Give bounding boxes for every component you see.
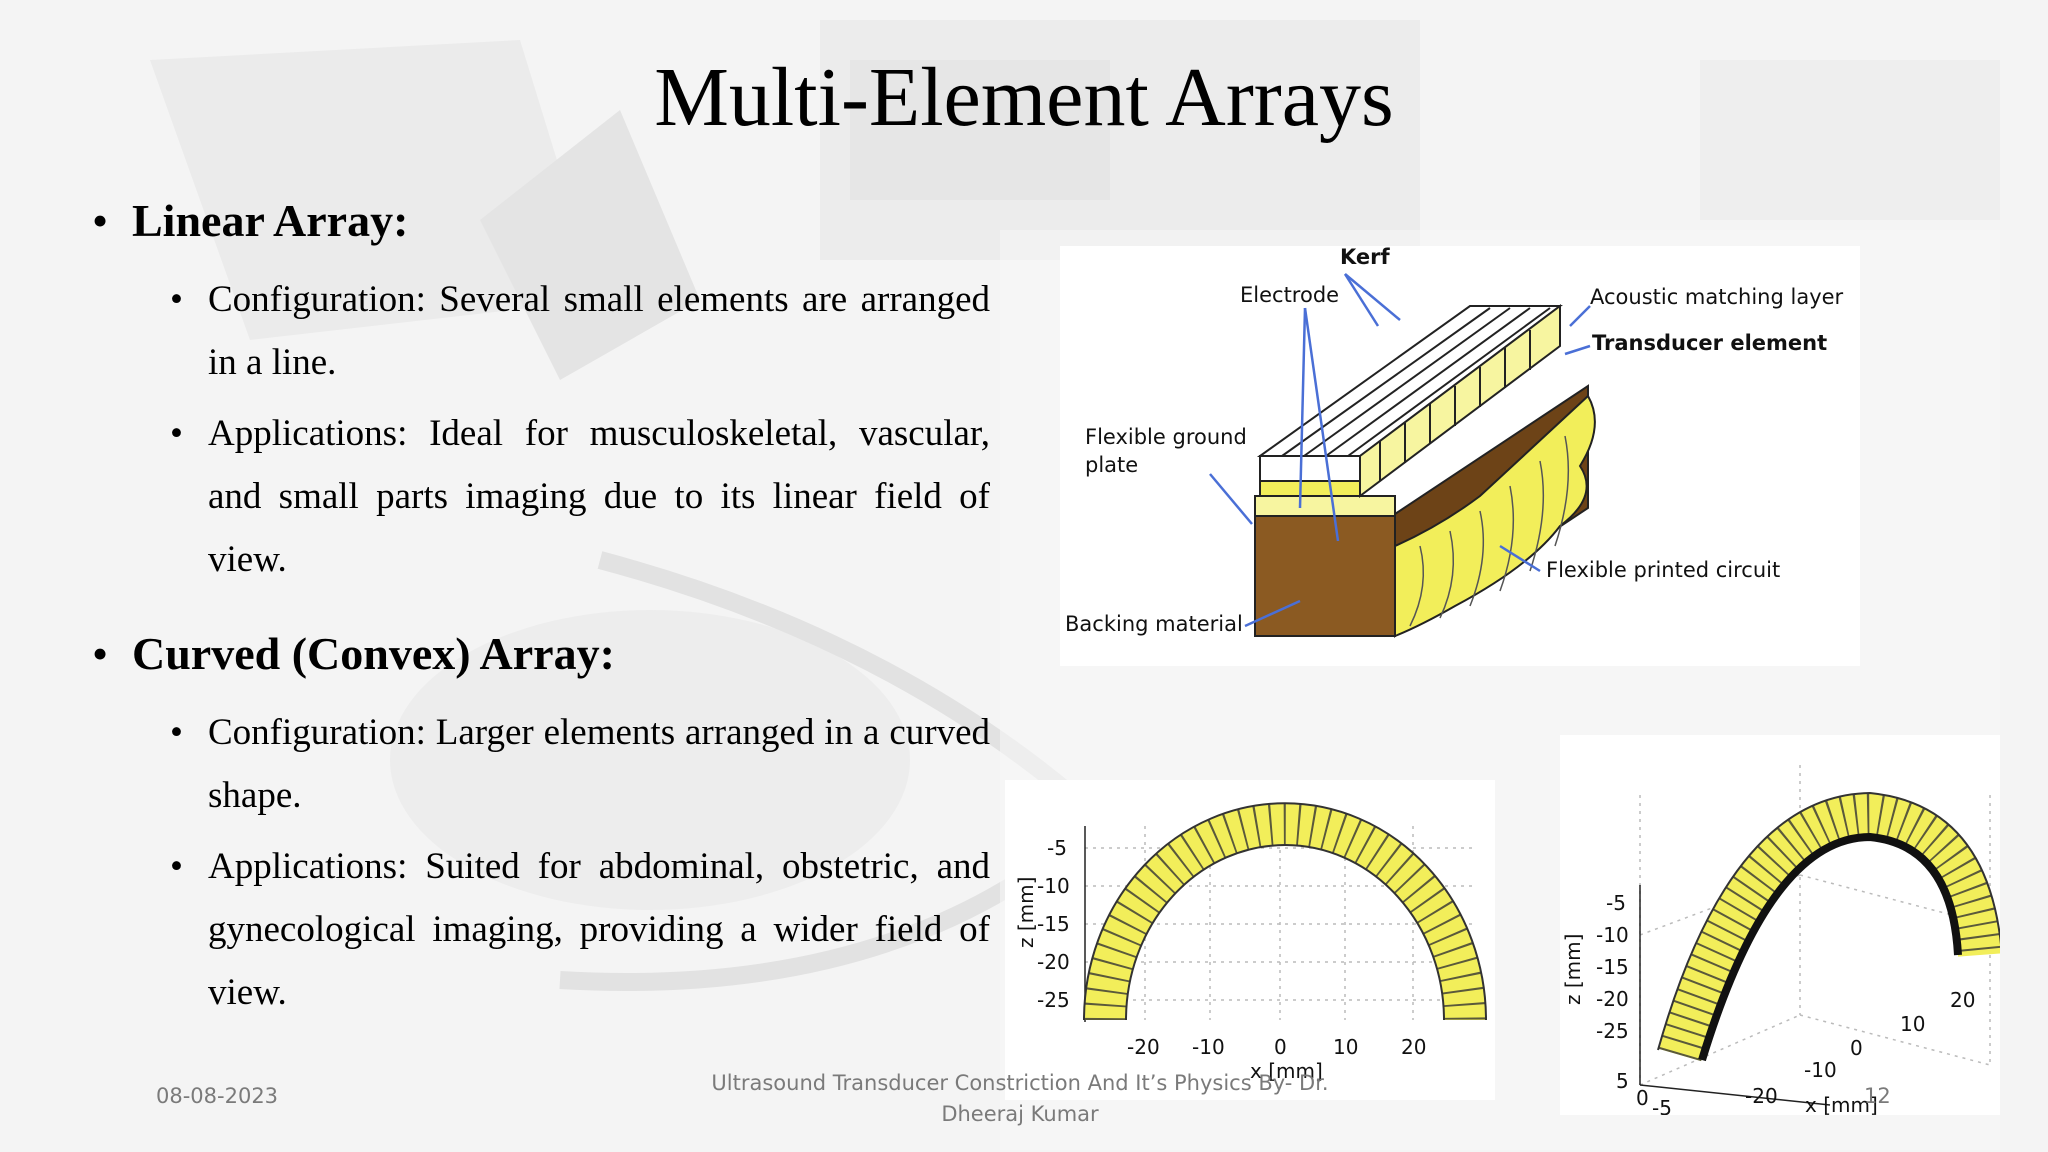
backing-block bbox=[1254, 513, 1396, 637]
footer-caption: Ultrasound Transducer Constriction And I… bbox=[680, 1068, 1360, 1130]
z-tick-label: -15 bbox=[1596, 955, 1629, 979]
label-printed-circuit: Flexible printed circuit bbox=[1546, 558, 1780, 582]
x-tick-label: -20 bbox=[1127, 1035, 1160, 1059]
footer-caption-line: Ultrasound Transducer Constriction And I… bbox=[711, 1071, 1329, 1095]
y-tick-label: -5 bbox=[1047, 836, 1067, 860]
y-tick-label: -25 bbox=[1037, 988, 1070, 1012]
x-tick-label: 20 bbox=[1950, 988, 1975, 1012]
bullet-point: •Configuration: Several small elements a… bbox=[170, 279, 990, 383]
x-tick-label: -20 bbox=[1745, 1084, 1778, 1108]
convex-array-2d-plot: z [mm] -5 -10 -15 -20 -25 -20 -10 0 10 2… bbox=[1005, 780, 1495, 1100]
y-tick-label: 0 bbox=[1636, 1086, 1649, 1110]
convex-array-3d-plot: z [mm] -5 -10 -15 -20 -25 5 0 -5 -20 -10… bbox=[1560, 735, 2000, 1115]
label-ground-plate: plate bbox=[1085, 453, 1138, 477]
section-heading-linear: Linear Array: bbox=[92, 192, 992, 250]
footer-date: 08-08-2023 bbox=[156, 1084, 279, 1108]
label-kerf: Kerf bbox=[1340, 246, 1391, 269]
x-tick-label: 0 bbox=[1274, 1035, 1287, 1059]
label-ground-plate: Flexible ground bbox=[1085, 425, 1247, 449]
footer-caption-line: Dheeraj Kumar bbox=[941, 1102, 1099, 1126]
x-axis bbox=[1639, 1084, 1831, 1106]
z-axis-label: z [mm] bbox=[1561, 934, 1585, 1005]
z-tick-label: -20 bbox=[1596, 987, 1629, 1011]
x-tick-label: 0 bbox=[1850, 1036, 1863, 1060]
bullet-text: Configuration: Larger elements arranged … bbox=[208, 712, 990, 816]
z-tick-label: -25 bbox=[1596, 1019, 1629, 1043]
label-transducer-element: Transducer element bbox=[1592, 331, 1827, 355]
x-tick-label: 20 bbox=[1401, 1035, 1426, 1059]
z-tick-label: -5 bbox=[1606, 891, 1626, 915]
bullet-point: •Applications: Suited for abdominal, obs… bbox=[170, 846, 990, 1013]
x-tick-label: 10 bbox=[1900, 1012, 1925, 1036]
y-tick-label: 5 bbox=[1616, 1069, 1629, 1093]
bullet-list: Linear Array: •Configuration: Several sm… bbox=[92, 192, 992, 1032]
section-heading-convex: Curved (Convex) Array: bbox=[92, 625, 992, 683]
y-tick-label: -5 bbox=[1652, 1096, 1672, 1115]
y-axis-label: z [mm] bbox=[1014, 877, 1038, 948]
z-tick-label: -10 bbox=[1596, 923, 1629, 947]
bullet-text: Configuration: Several small elements ar… bbox=[208, 279, 990, 383]
convex-element-arc-3d bbox=[1658, 792, 2000, 1062]
y-tick-label: -20 bbox=[1037, 950, 1070, 974]
x-tick-label: -10 bbox=[1804, 1058, 1837, 1082]
y-tick-label: -15 bbox=[1037, 912, 1070, 936]
x-axis-label: x [mm] bbox=[1250, 1059, 1323, 1083]
label-backing: Backing material bbox=[1065, 612, 1243, 636]
label-electrode: Electrode bbox=[1240, 283, 1339, 307]
ground-plate-layer bbox=[1254, 495, 1396, 517]
x-tick-label: -10 bbox=[1192, 1035, 1225, 1059]
x-axis-label: x [mm] bbox=[1805, 1093, 1878, 1115]
bullet-point: •Applications: Ideal for musculoskeletal… bbox=[170, 413, 990, 580]
bullet-text: Applications: Ideal for musculoskeletal,… bbox=[208, 413, 990, 580]
y-tick-label: -10 bbox=[1037, 874, 1070, 898]
x-tick-label: 10 bbox=[1333, 1035, 1358, 1059]
linear-array-diagram: Kerf Electrode Acoustic matching layer T… bbox=[1060, 246, 1860, 666]
slide-title: Multi-Element Arrays bbox=[654, 51, 1394, 144]
printed-circuit-shape bbox=[1394, 394, 1596, 638]
bullet-text: Applications: Suited for abdominal, obst… bbox=[208, 846, 990, 1013]
bullet-point: •Configuration: Larger elements arranged… bbox=[170, 712, 990, 816]
page-number: 12 bbox=[1864, 1084, 1891, 1108]
label-matching-layer: Acoustic matching layer bbox=[1590, 285, 1844, 309]
